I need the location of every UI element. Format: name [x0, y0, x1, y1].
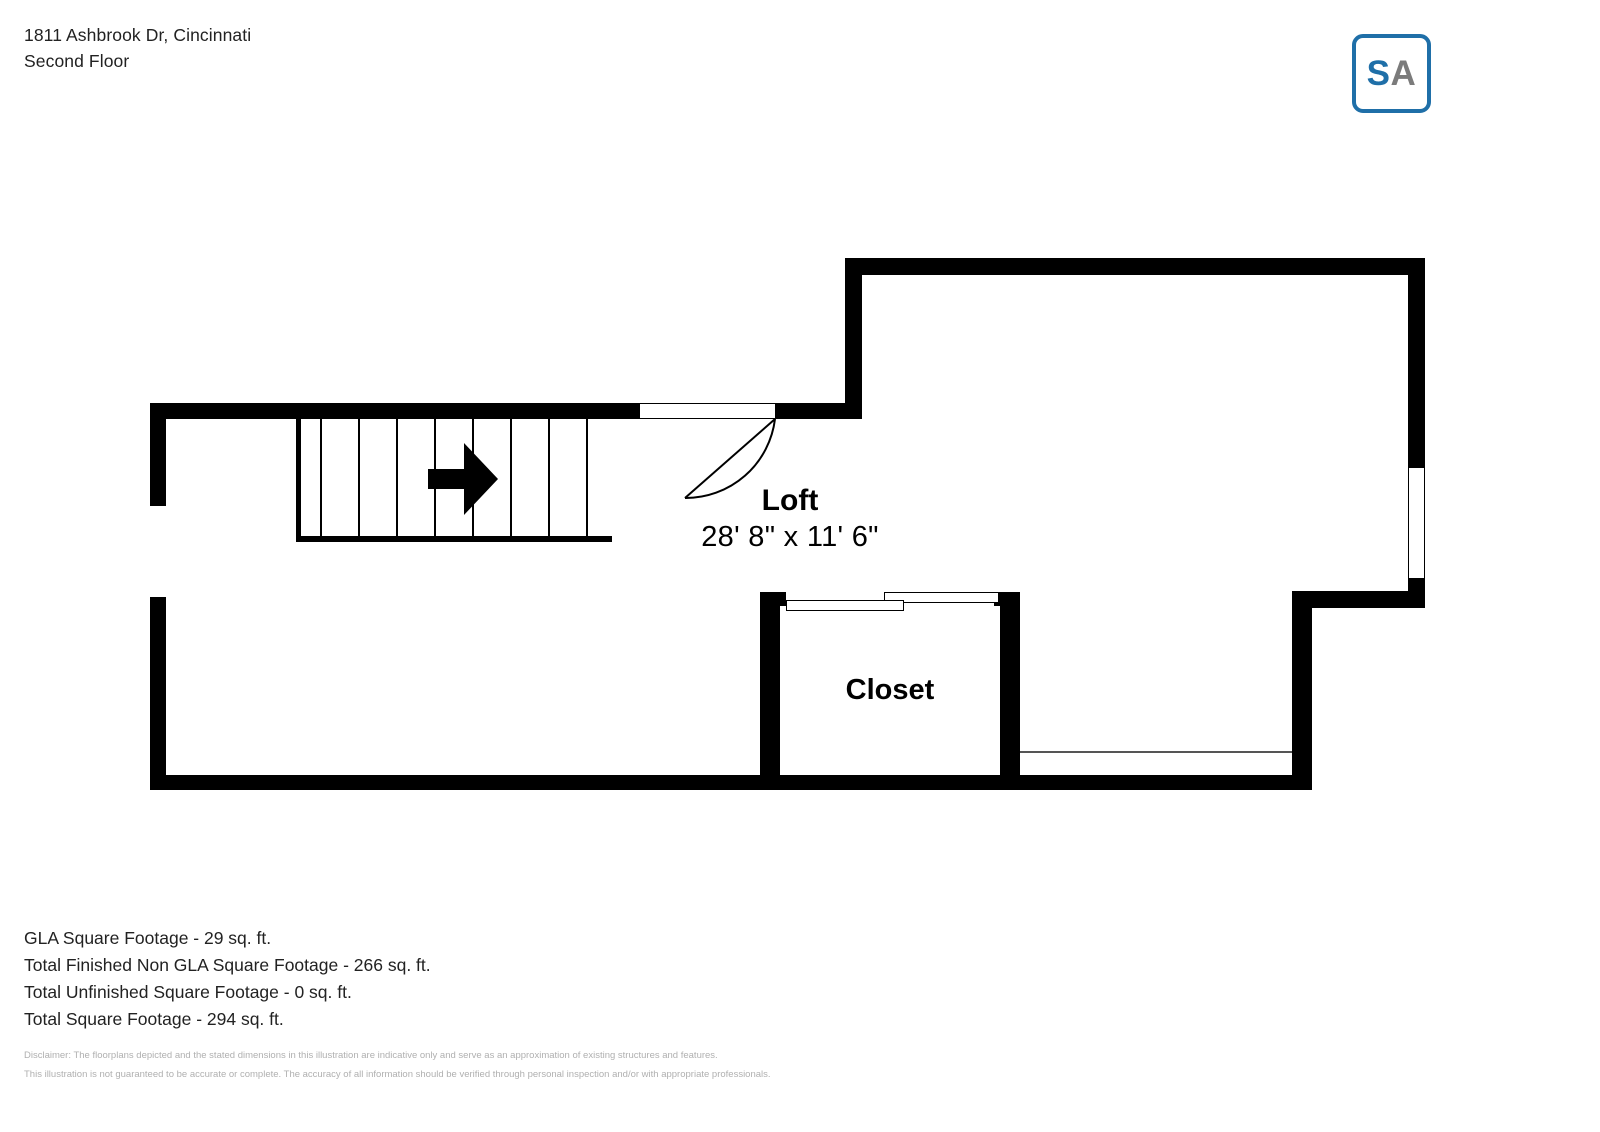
- wall-top-left-segment-right: [775, 403, 862, 419]
- stair-tread: [396, 419, 398, 538]
- stair-tread: [548, 419, 550, 538]
- door-opening: [640, 403, 775, 419]
- wall-bottom: [150, 775, 1312, 790]
- stat-non-gla: Total Finished Non GLA Square Footage - …: [24, 955, 431, 975]
- closet-door-panel-front: [786, 600, 904, 611]
- disclaimer: Disclaimer: The floorplans depicted and …: [24, 1046, 771, 1084]
- stair-left-edge: [296, 419, 301, 542]
- stat-gla: GLA Square Footage - 29 sq. ft.: [24, 928, 272, 948]
- stair-bottom-edge: [296, 536, 612, 542]
- room-name-closet: Closet: [845, 674, 935, 706]
- window-left-wall: [150, 505, 166, 598]
- wall-step-horizontal: [1292, 591, 1425, 608]
- stat-total: Total Square Footage - 294 sq. ft.: [24, 1009, 284, 1029]
- disclaimer-line-2: This illustration is not guaranteed to b…: [24, 1069, 771, 1080]
- wall-closet-top-right-nub: [994, 592, 1020, 606]
- stat-unfinished: Total Unfinished Square Footage - 0 sq. …: [24, 982, 352, 1002]
- stair-tread: [320, 419, 322, 538]
- floor-label: Second Floor: [24, 51, 130, 71]
- stair-tread: [510, 419, 512, 538]
- room-label-closet: Closet: [770, 674, 1010, 707]
- wall-right-upper: [1408, 258, 1425, 468]
- stair-tread: [358, 419, 360, 538]
- wall-step-vertical: [1292, 591, 1312, 790]
- disclaimer-line-1: Disclaimer: The floorplans depicted and …: [24, 1050, 718, 1061]
- room-label-loft: Loft 28' 8" x 11' 6": [640, 484, 940, 556]
- footage-summary: GLA Square Footage - 29 sq. ft. Total Fi…: [24, 925, 431, 1033]
- kneewall-line: [1020, 751, 1292, 753]
- door-swing: [684, 418, 776, 500]
- wall-closet-right: [1000, 592, 1020, 780]
- logo-text: SA: [1367, 56, 1417, 91]
- floorplan-drawing: Loft 28' 8" x 11' 6" Closet: [150, 258, 1425, 790]
- room-name-loft: Loft: [761, 484, 819, 517]
- property-address: 1811 Ashbrook Dr, Cincinnati: [24, 25, 252, 45]
- wall-top-left: [150, 403, 640, 419]
- stair-direction-arrow-icon: [428, 443, 498, 515]
- wall-closet-left: [760, 592, 780, 780]
- header: 1811 Ashbrook Dr, Cincinnati Second Floo…: [24, 22, 251, 74]
- wall-top-right: [845, 258, 1425, 275]
- room-dimensions-loft: 28' 8" x 11' 6": [701, 520, 879, 553]
- logo-letter-a: A: [1390, 54, 1417, 93]
- closet-door-panel-rear: [884, 592, 999, 603]
- wall-left-lower: [150, 598, 166, 790]
- brand-logo: SA: [1352, 34, 1431, 113]
- wall-left-of-upper-block: [845, 258, 862, 419]
- wall-left-upper: [150, 403, 166, 505]
- wall-closet-top-left-nub: [760, 592, 786, 606]
- stair-tread: [586, 419, 588, 538]
- window-right-wall: [1408, 468, 1425, 578]
- logo-letter-s: S: [1366, 54, 1391, 93]
